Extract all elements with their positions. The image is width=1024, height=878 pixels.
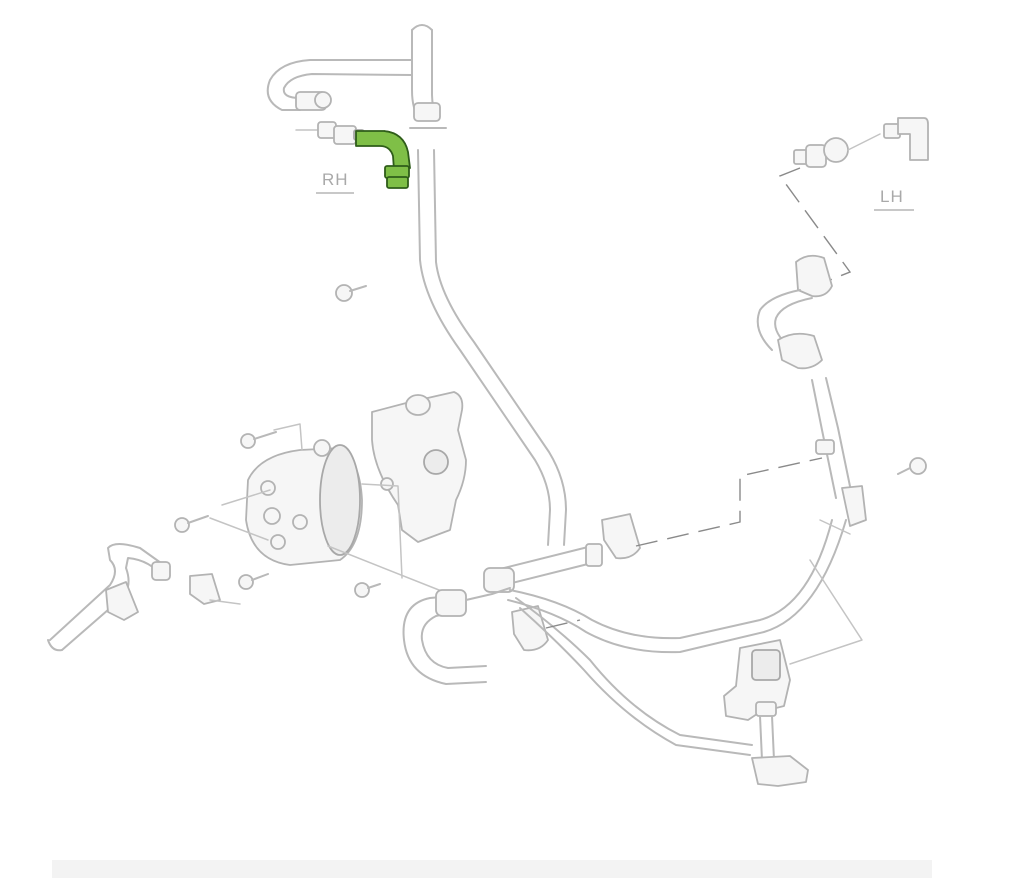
- right-lines: [507, 519, 847, 756]
- valve-assembly: [723, 639, 809, 787]
- pump-housing: [245, 439, 363, 566]
- center-pipe: [483, 543, 603, 593]
- left-s-hose: [47, 543, 241, 652]
- hose-clamp-top: [409, 102, 447, 129]
- center-u-hose: [402, 587, 511, 685]
- lh-sensor: [793, 133, 881, 168]
- rh-label: RH: [322, 170, 349, 189]
- bolt-4-icon: [174, 515, 209, 533]
- bolt-2-icon: [897, 457, 927, 475]
- right-upper-hose: [756, 254, 867, 527]
- bolt-3-icon: [240, 431, 277, 449]
- top-left-hose: [266, 59, 413, 111]
- lh-label: LH: [880, 187, 904, 206]
- rh-label-group: RH: [316, 170, 354, 194]
- rh-sensor: [295, 121, 365, 145]
- bolt-6-icon: [354, 582, 381, 598]
- bolt-1-icon: [335, 284, 367, 302]
- lh-label-group: LH: [874, 187, 914, 211]
- mounting-bracket: [371, 391, 467, 543]
- footer-bar: [52, 860, 932, 878]
- bolt-5-icon: [238, 573, 269, 590]
- lh-elbow-fitting: [883, 117, 929, 161]
- rh-elbow-hose-fitting-highlighted[interactable]: [355, 130, 411, 189]
